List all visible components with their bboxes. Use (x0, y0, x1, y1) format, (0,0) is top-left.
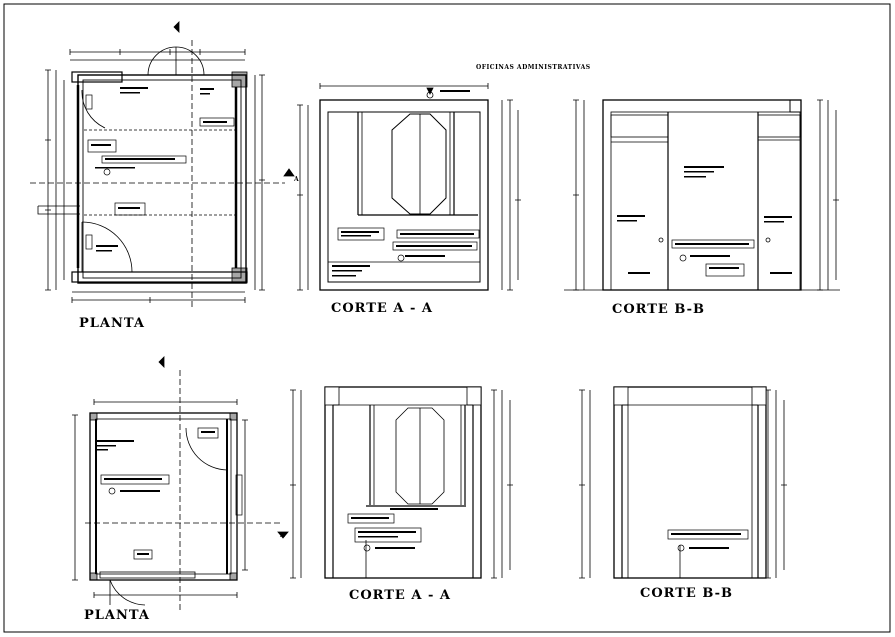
top-section-a-annotations (332, 90, 480, 277)
bottom-section-a-annotations (347, 508, 438, 552)
sheet-title: OFICINAS ADMINISTRATIVAS (476, 64, 591, 71)
bottom-section-b-annotations (667, 529, 749, 552)
top-section-a (297, 83, 521, 291)
bottom-section-a-title: CORTE A - A (349, 588, 451, 603)
bottom-section-b (579, 386, 787, 579)
bottom-plan-title: PLANTA (84, 608, 150, 623)
sheet-border (3, 3, 891, 633)
bottom-plan (72, 356, 289, 610)
section-marker-top: A (294, 176, 300, 183)
bottom-plan-annotations (96, 427, 243, 560)
bottom-section-b-title: CORTE B-B (640, 586, 733, 601)
bottom-section-a (290, 386, 513, 579)
top-section-b-annotations (617, 166, 792, 277)
top-plan-title: PLANTA (79, 316, 145, 331)
top-section-b (564, 99, 840, 291)
top-section-a-title: CORTE A - A (331, 301, 433, 316)
section-marker-bottom: A (280, 532, 286, 539)
top-plan (30, 21, 295, 310)
top-section-b-title: CORTE B-B (612, 302, 705, 317)
top-plan-annotations (85, 87, 235, 252)
